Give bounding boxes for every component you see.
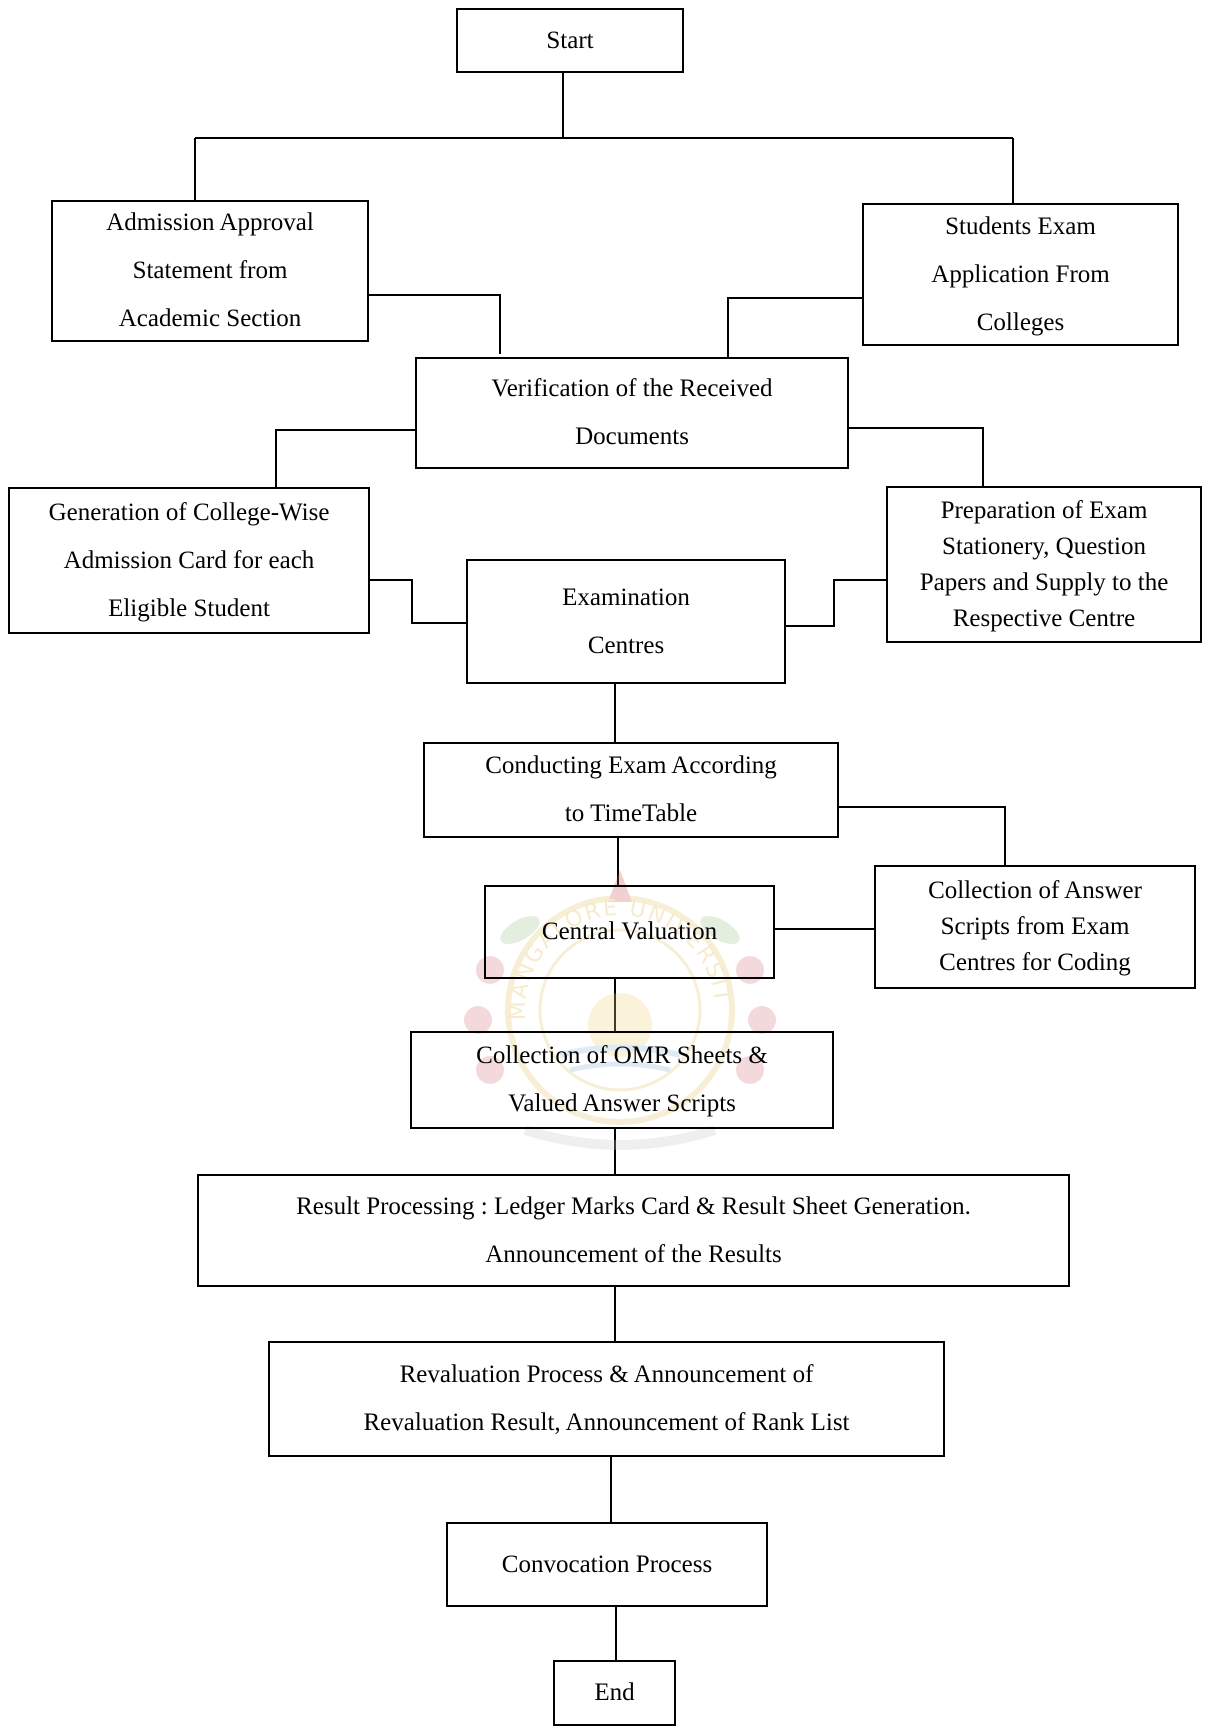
node-text: End — [594, 1679, 635, 1706]
node-text: Statement from — [132, 257, 288, 284]
node-text: Colleges — [976, 308, 1065, 336]
node-end: End — [553, 1660, 676, 1726]
node-convocation: Convocation Process — [446, 1522, 768, 1607]
node-text: Generation of College-Wise — [48, 498, 330, 526]
node-text: Papers and Supply to the — [919, 568, 1169, 596]
node-exam-application: Students Exam Application From Colleges — [862, 203, 1179, 346]
node-text: Centres — [587, 631, 665, 659]
node-text: Examination — [562, 583, 690, 611]
node-text: Central Valuation — [541, 918, 718, 945]
node-text: Start — [546, 26, 594, 54]
node-text: Respective Centre — [952, 604, 1136, 632]
node-text: Application From — [931, 260, 1110, 288]
node-text: Result Processing : Ledger Marks Card & … — [296, 1192, 971, 1220]
node-text: Students Exam — [945, 212, 1096, 240]
node-verification: Verification of the Received Documents — [415, 357, 849, 469]
node-text: to TimeTable — [564, 800, 698, 827]
node-conducting-exam: Conducting Exam According to TimeTable — [423, 742, 839, 838]
node-text: Admission Approval — [106, 209, 314, 236]
node-text: Admission Card for each — [63, 546, 315, 574]
node-admission-card: Generation of College-Wise Admission Car… — [8, 487, 370, 634]
node-examination-centres: Examination Centres — [466, 559, 786, 684]
node-text: Valued Answer Scripts — [508, 1090, 736, 1117]
node-result-processing: Result Processing : Ledger Marks Card & … — [197, 1174, 1070, 1287]
node-text: Eligible Student — [108, 594, 270, 622]
node-admission-approval: Admission Approval Statement from Academ… — [51, 200, 369, 342]
node-exam-stationery: Preparation of Exam Stationery, Question… — [886, 486, 1202, 643]
node-text: Centres for Coding — [939, 949, 1131, 976]
node-text: Stationery, Question — [942, 532, 1146, 560]
node-start: Start — [456, 8, 684, 73]
node-text: Collection of OMR Sheets & — [476, 1042, 768, 1069]
university-seal-watermark: MANGALORE UNIVERSITY — [430, 840, 776, 1150]
node-collection-omr: Collection of OMR Sheets & Valued Answer… — [410, 1031, 834, 1129]
node-text: Revaluation Result, Announcement of Rank… — [363, 1409, 850, 1436]
node-text: Academic Section — [118, 305, 302, 332]
node-text: Announcement of the Results — [485, 1240, 782, 1268]
node-revaluation: Revaluation Process & Announcement of Re… — [268, 1341, 945, 1457]
node-text: Collection of Answer — [928, 877, 1142, 904]
node-collection-answer-scripts: Collection of Answer Scripts from Exam C… — [874, 865, 1196, 989]
node-text: Conducting Exam According — [485, 752, 777, 779]
node-text: Revaluation Process & Announcement of — [399, 1361, 814, 1388]
node-text: Documents — [575, 423, 689, 450]
node-central-valuation: Central Valuation — [484, 885, 775, 979]
node-text: Convocation Process — [501, 1550, 713, 1578]
node-text: Verification of the Received — [491, 375, 773, 402]
node-text: Scripts from Exam — [940, 913, 1130, 940]
node-text: Preparation of Exam — [940, 496, 1148, 524]
